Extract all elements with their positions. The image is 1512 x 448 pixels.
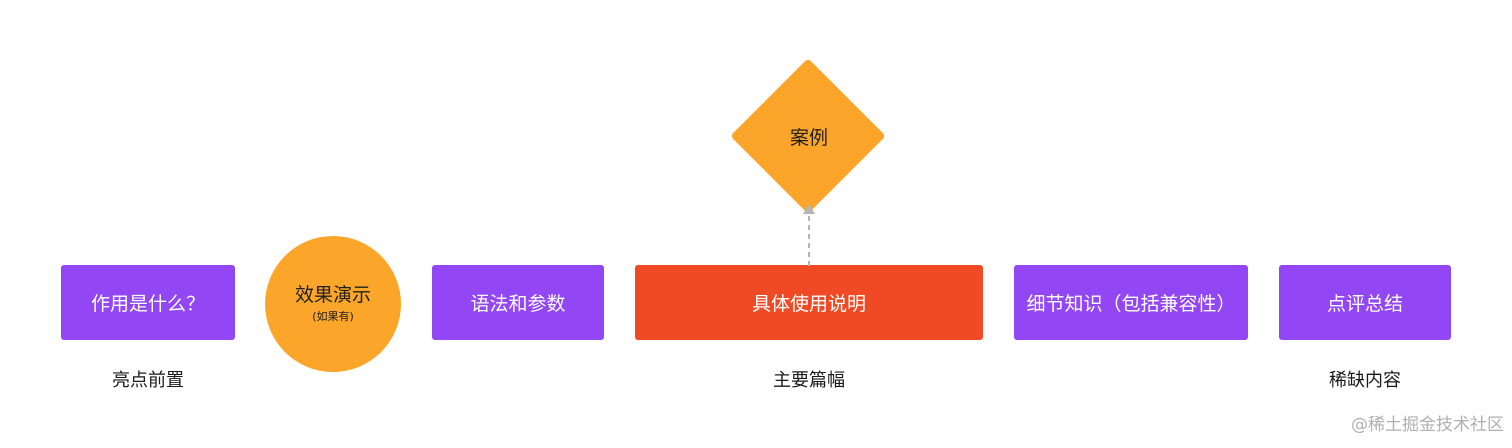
step-usage-label: 具体使用说明	[751, 293, 866, 315]
step-details-box: 细节知识（包括兼容性）	[1014, 265, 1248, 340]
dashed-arrow-up	[803, 204, 815, 266]
step-summary-box: 点评总结	[1279, 265, 1451, 340]
step-purpose-box: 作用是什么？	[61, 265, 235, 340]
step-details-label: 细节知识（包括兼容性）	[1026, 293, 1236, 315]
demo-circle-sublabel: (如果有)	[312, 310, 354, 323]
caption-highlights-first: 亮点前置	[112, 370, 184, 391]
example-diamond-label: 案例	[789, 126, 828, 149]
demo-circle: 效果演示 (如果有)	[265, 236, 401, 372]
caption-scarce-content: 稀缺内容	[1329, 370, 1401, 391]
demo-circle-label: 效果演示	[294, 284, 371, 306]
step-syntax-box: 语法和参数	[432, 265, 604, 340]
step-usage-box: 具体使用说明	[635, 265, 983, 340]
caption-main-content: 主要篇幅	[773, 370, 845, 391]
step-summary-label: 点评总结	[1326, 293, 1403, 315]
watermark: @稀土掘金技术社区	[1351, 414, 1504, 435]
step-syntax-label: 语法和参数	[470, 293, 566, 315]
step-purpose-label: 作用是什么？	[90, 293, 205, 315]
